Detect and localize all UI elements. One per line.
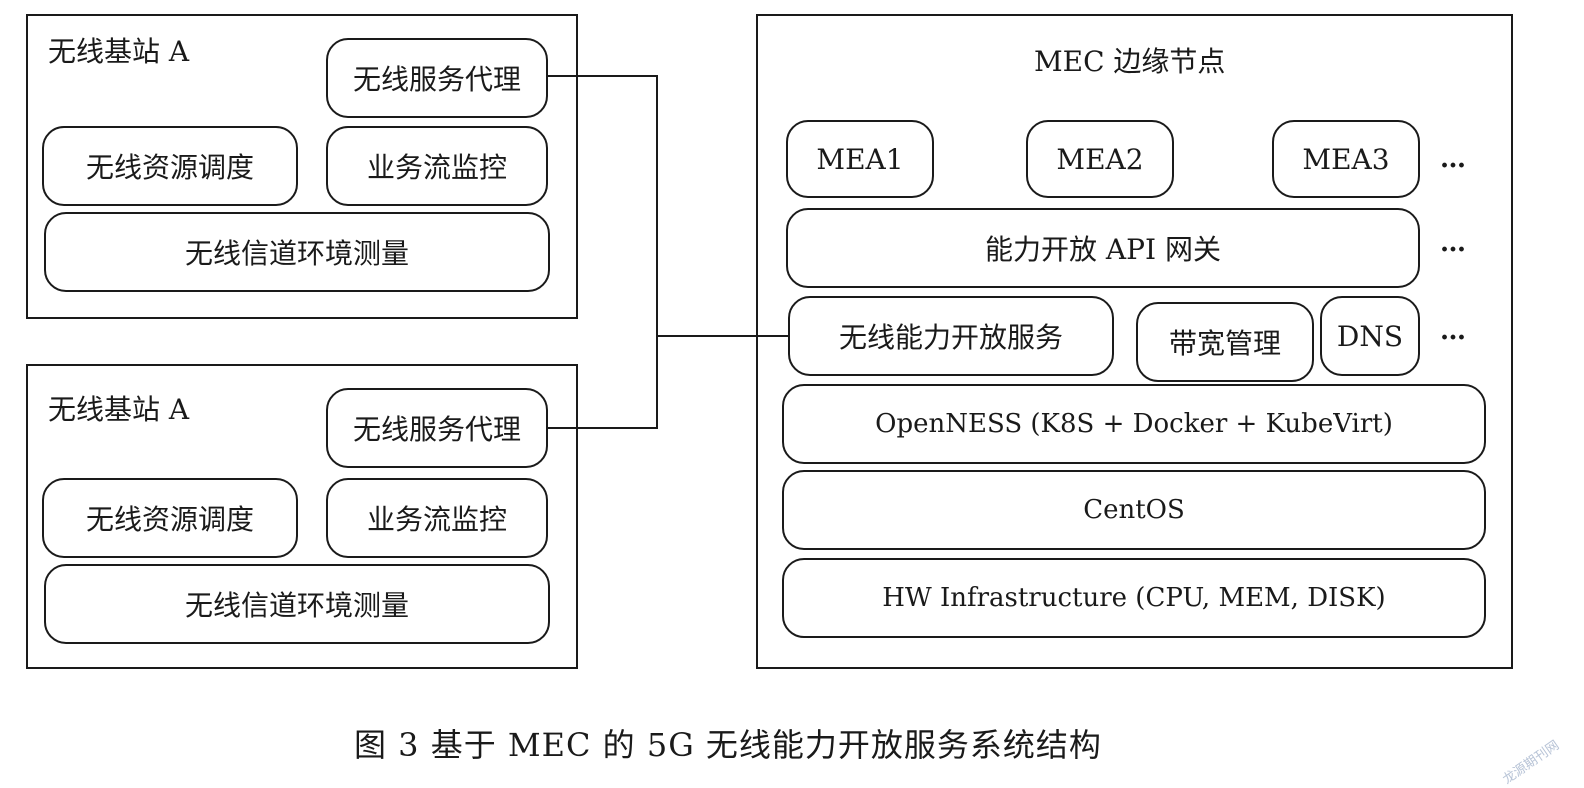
mea-ellipsis: …	[1440, 144, 1467, 174]
wireless-capability-service-box: 无线能力开放服务	[788, 296, 1114, 376]
station-2-measurement: 无线信道环境测量	[44, 564, 550, 644]
connector-station2	[548, 336, 658, 429]
hw-infrastructure-box: HW Infrastructure (CPU, MEM, DISK)	[782, 558, 1486, 638]
base-station-1	[26, 14, 578, 319]
figure-caption: 图 3 基于 MEC 的 5G 无线能力开放服务系统结构	[354, 726, 1102, 764]
bandwidth-management-box: 带宽管理	[1136, 302, 1314, 382]
station-2-monitoring: 业务流监控	[326, 478, 548, 558]
dns-box: DNS	[1320, 296, 1420, 376]
connector-station1	[548, 75, 658, 336]
gateway-ellipsis: …	[1440, 228, 1467, 258]
station-1-scheduling: 无线资源调度	[42, 126, 298, 206]
openness-platform-box: OpenNESS (K8S + Docker + KubeVirt)	[782, 384, 1486, 464]
station-1-measurement: 无线信道环境测量	[44, 212, 550, 292]
mec-title: MEC 边缘节点	[1034, 45, 1226, 78]
base-station-2	[26, 364, 578, 669]
base-station-2-title: 无线基站 A	[48, 393, 190, 426]
mea3-box: MEA3	[1272, 120, 1420, 198]
station-1-proxy: 无线服务代理	[326, 38, 548, 118]
station-1-monitoring: 业务流监控	[326, 126, 548, 206]
mea1-box: MEA1	[786, 120, 934, 198]
base-station-1-title: 无线基站 A	[48, 35, 190, 68]
station-2-proxy: 无线服务代理	[326, 388, 548, 468]
api-gateway-box: 能力开放 API 网关	[786, 208, 1420, 288]
services-ellipsis: …	[1440, 316, 1467, 346]
mec-edge-node	[756, 14, 1513, 669]
mea2-box: MEA2	[1026, 120, 1174, 198]
station-2-scheduling: 无线资源调度	[42, 478, 298, 558]
centos-box: CentOS	[782, 470, 1486, 550]
